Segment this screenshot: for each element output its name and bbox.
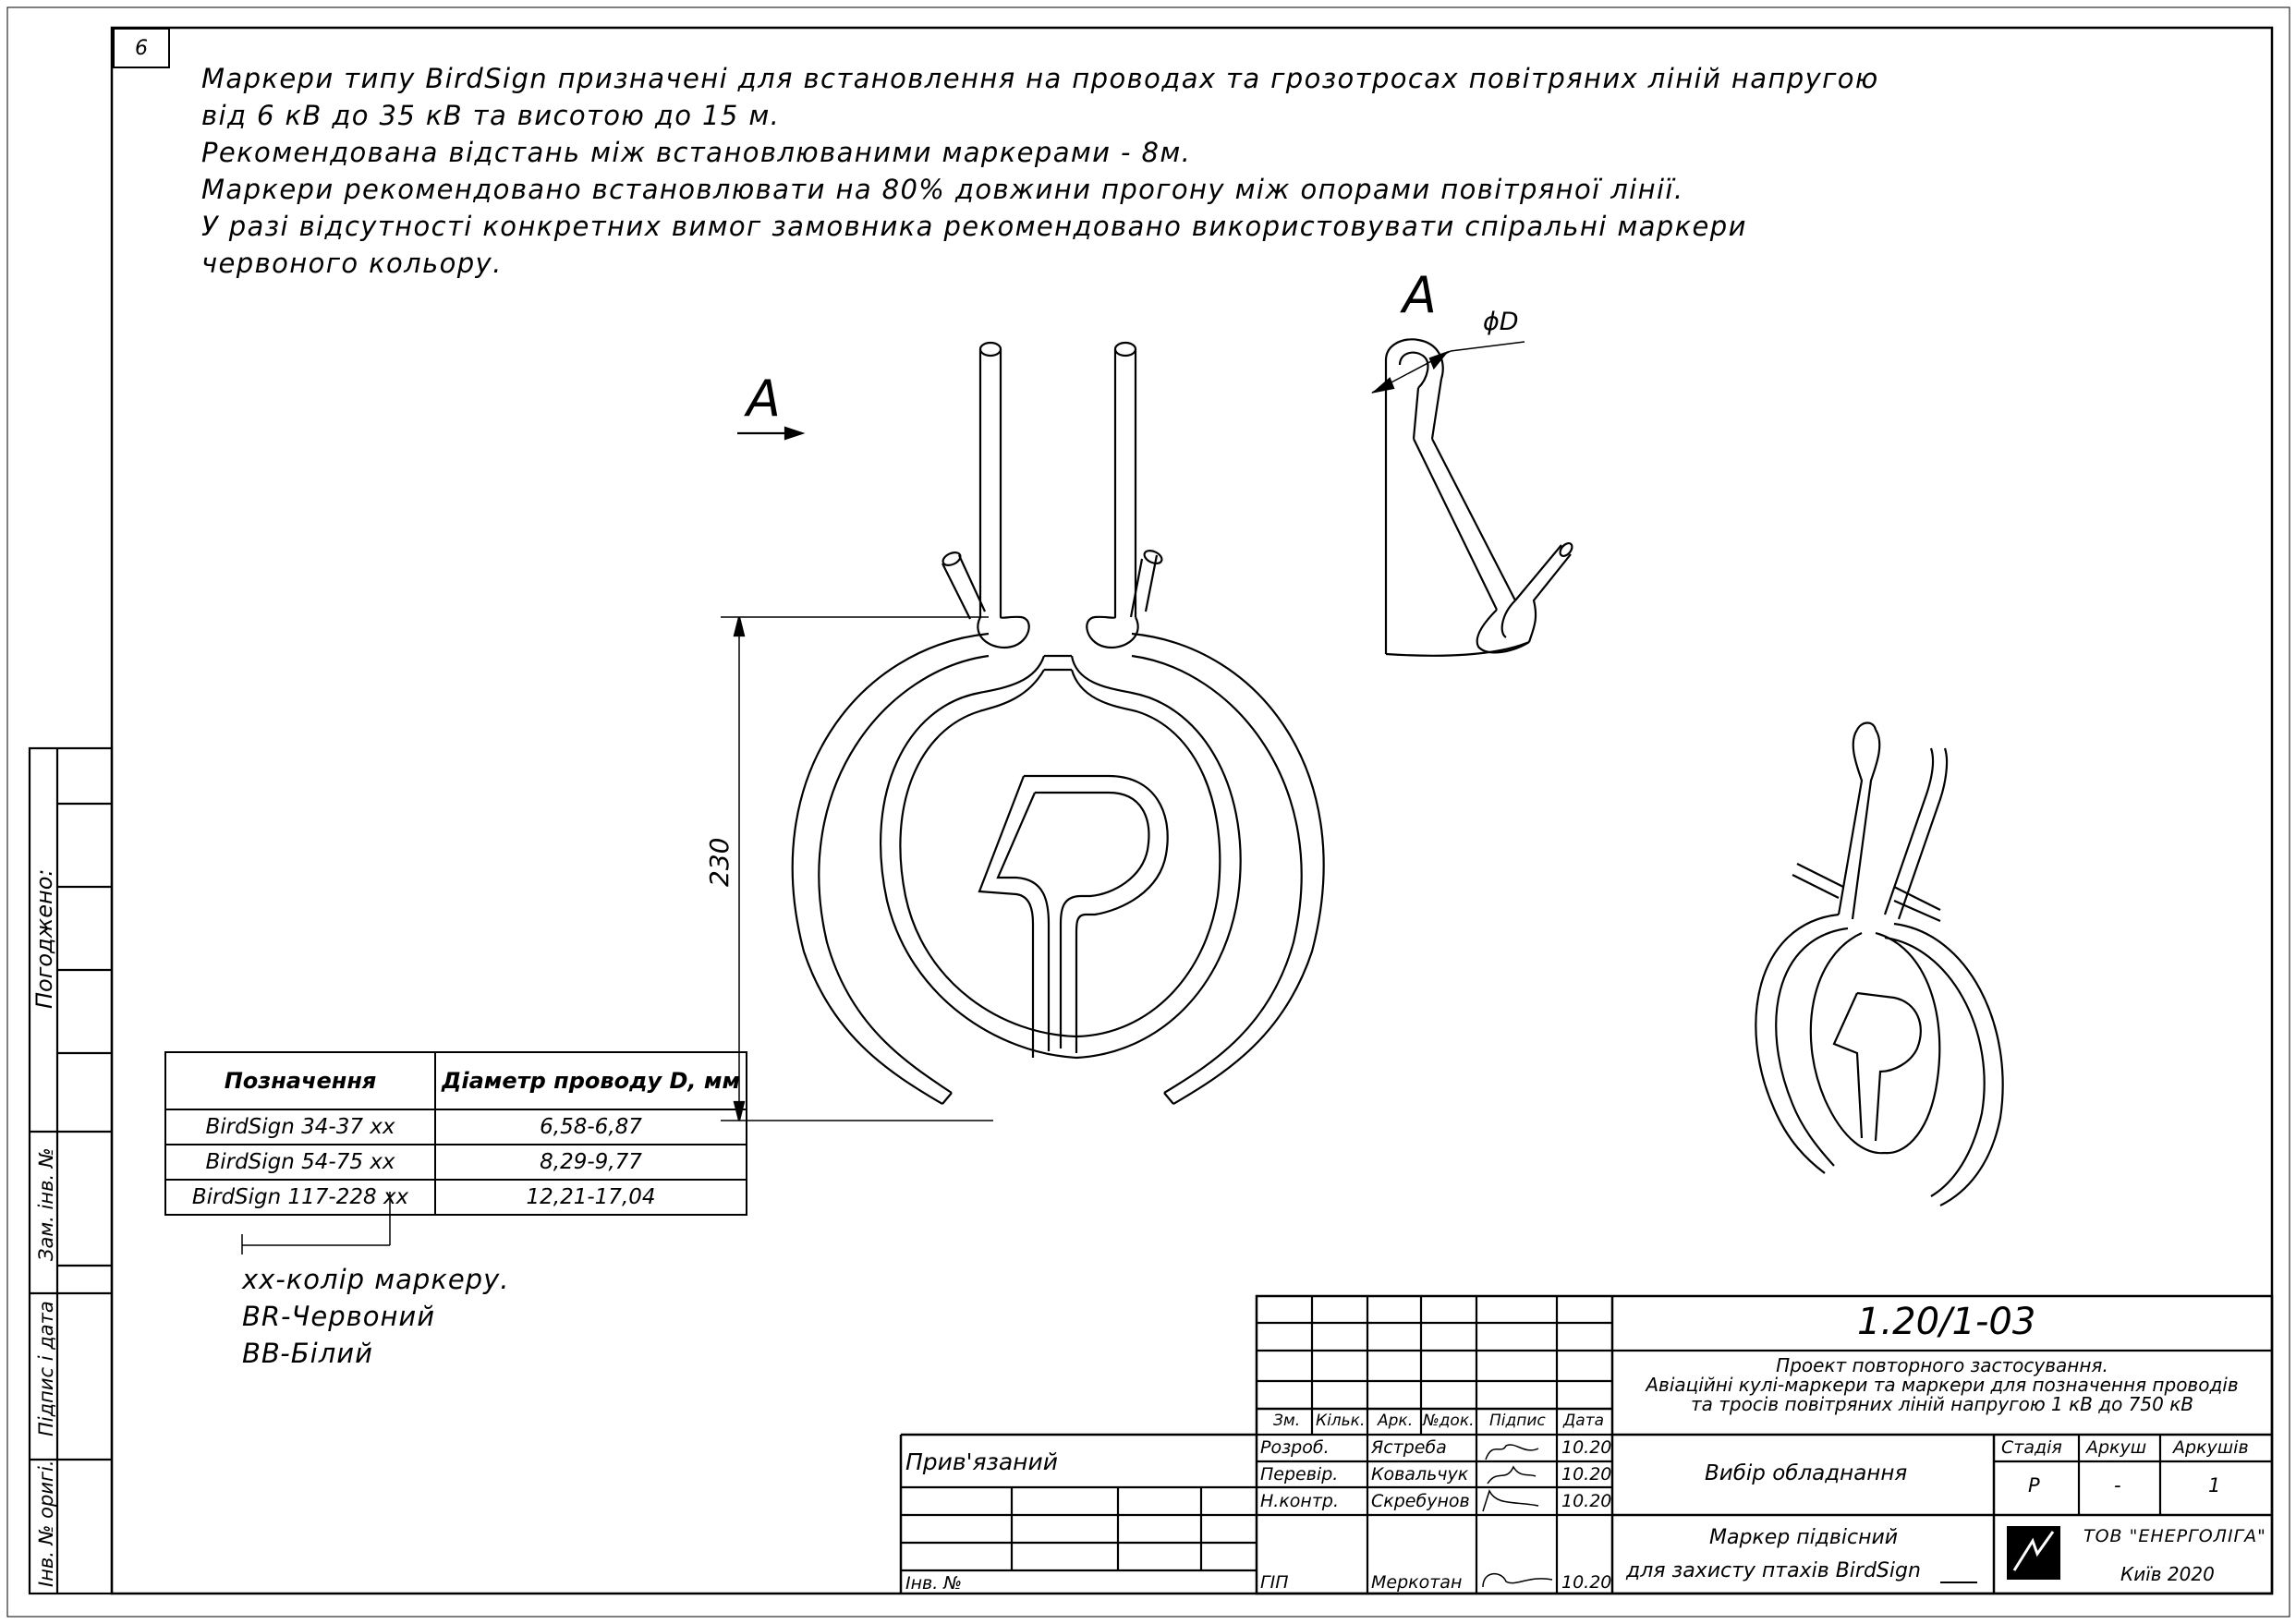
col-header: Дата xyxy=(1563,1412,1605,1430)
staff-role: Розроб. xyxy=(1260,1437,1330,1458)
marker-front-view xyxy=(791,341,1325,1105)
col-header: Зм. xyxy=(1273,1412,1301,1430)
spec-header-designation: Позначення xyxy=(164,1051,436,1110)
staff-name: Меркотан xyxy=(1371,1572,1463,1593)
spec-cell: 6,58-6,87 xyxy=(433,1109,748,1145)
col-header: Арк. xyxy=(1378,1412,1414,1430)
spec-cell: BirdSign 54-75 xx xyxy=(164,1144,436,1181)
col-header: №док. xyxy=(1423,1412,1475,1430)
project-title-line-3: та тросів повітряних ліній напругою 1 кВ… xyxy=(1690,1393,2194,1415)
drawing-title-line-2: для захисту птахів BirdSign xyxy=(1626,1559,1921,1582)
bound-label: Прив'язаний xyxy=(905,1448,1059,1475)
outer-trim xyxy=(6,6,2290,1618)
drawing-code: 1.20/1-03 xyxy=(1857,1301,2036,1343)
staff-date: 10.20 xyxy=(1561,1437,1612,1458)
staff-role: ГІП xyxy=(1260,1572,1289,1593)
view-arrow xyxy=(737,426,806,441)
view-arrow-label: А xyxy=(747,370,781,428)
col-header: Підпис xyxy=(1489,1412,1546,1430)
side-agreed-label: Погоджено: xyxy=(31,868,57,1009)
staff-name: Ковальчук xyxy=(1371,1464,1469,1485)
table-row: BirdSign 117-228 xx 12,21-17,04 xyxy=(164,1179,748,1216)
note-line-6: червоного кольору. xyxy=(201,248,503,279)
project-title-line-2: Авіаційні кулі-маркери та маркери для по… xyxy=(1646,1374,2239,1396)
sheets-value: 1 xyxy=(2208,1474,2221,1497)
sheet-value: - xyxy=(2114,1474,2121,1497)
note-line-5: У разі відсутності конкретних вимог замо… xyxy=(201,211,1747,242)
legend-line-1: xx-колір маркеру. xyxy=(242,1264,510,1295)
table-row: BirdSign 54-75 xx 8,29-9,77 xyxy=(164,1144,748,1181)
staff-name: Скребунов xyxy=(1371,1491,1470,1511)
section-a-view xyxy=(1371,338,1573,657)
spec-cell: BirdSign 117-228 xx xyxy=(164,1179,436,1216)
note-line-4: Маркери рекомендовано встановлювати на 8… xyxy=(201,174,1684,205)
section-title: Вибір обладнання xyxy=(1705,1461,1908,1485)
spec-cell: 12,21-17,04 xyxy=(433,1179,748,1216)
legend-line-2: BR-Червоний xyxy=(242,1301,436,1332)
signatures xyxy=(1482,1444,1553,1588)
note-line-2: від 6 кВ до 35 кВ та висотою до 15 м. xyxy=(201,100,781,131)
note-line-1: Маркери типу BirdSign призначені для вст… xyxy=(201,63,1879,94)
sheets-header: Аркушів xyxy=(2173,1437,2249,1458)
legend-line-3: BB-Білий xyxy=(242,1338,373,1369)
height-dimension xyxy=(721,616,993,1121)
project-title-line-1: Проект повторного застосування. xyxy=(1776,1354,2108,1376)
sheet-header: Аркуш xyxy=(2086,1437,2147,1458)
spec-cell: 8,29-9,77 xyxy=(433,1144,748,1181)
staff-date: 10.20 xyxy=(1561,1572,1612,1593)
col-header: Кільк. xyxy=(1316,1412,1366,1430)
sheet-number: 6 xyxy=(113,28,170,68)
company-name: ТОВ "ЕНЕРГОЛІГА" xyxy=(2083,1526,2266,1546)
drawing-title-underline xyxy=(1940,1582,1977,1583)
title-block-grid xyxy=(899,1294,2274,1595)
project-title: Проект повторного застосування. Авіаційн… xyxy=(1619,1356,2266,1414)
staff-role: Н.контр. xyxy=(1260,1491,1340,1511)
stage-value: Р xyxy=(2028,1474,2040,1497)
spec-cell: BirdSign 34-37 xx xyxy=(164,1109,436,1145)
spec-table: Позначення Діаметр проводу D, мм BirdSig… xyxy=(164,1051,748,1216)
inv-no-label: Інв. № xyxy=(905,1573,963,1594)
height-dimension-label: 230 xyxy=(704,837,735,887)
staff-name: Ястреба xyxy=(1371,1437,1447,1458)
side-stamp-grid xyxy=(28,746,114,1595)
city-year: Київ 2020 xyxy=(2120,1563,2215,1585)
company-logo xyxy=(2007,1526,2060,1580)
staff-date: 10.20 xyxy=(1561,1491,1612,1511)
drawing-title-line-1: Маркер підвісний xyxy=(1709,1526,1899,1549)
section-label: А xyxy=(1403,266,1437,324)
table-row: BirdSign 34-37 xx 6,58-6,87 xyxy=(164,1109,748,1145)
side-replaced-inv-label: Зам. інв. № xyxy=(35,1147,57,1261)
staff-date: 10.20 xyxy=(1561,1464,1612,1485)
spec-header-diameter: Діаметр проводу D, мм xyxy=(433,1051,748,1110)
note-line-3: Рекомендована відстань між встановлювани… xyxy=(201,137,1192,168)
stage-header: Стадія xyxy=(2001,1437,2062,1458)
staff-role: Перевір. xyxy=(1260,1464,1339,1485)
side-inv-orig-label: Інв. № оригі. xyxy=(35,1460,57,1587)
marker-perspective-view xyxy=(1755,721,2004,1206)
side-signature-date-label: Підпис і дата xyxy=(35,1301,57,1436)
diameter-label: ϕD xyxy=(1483,308,1519,336)
